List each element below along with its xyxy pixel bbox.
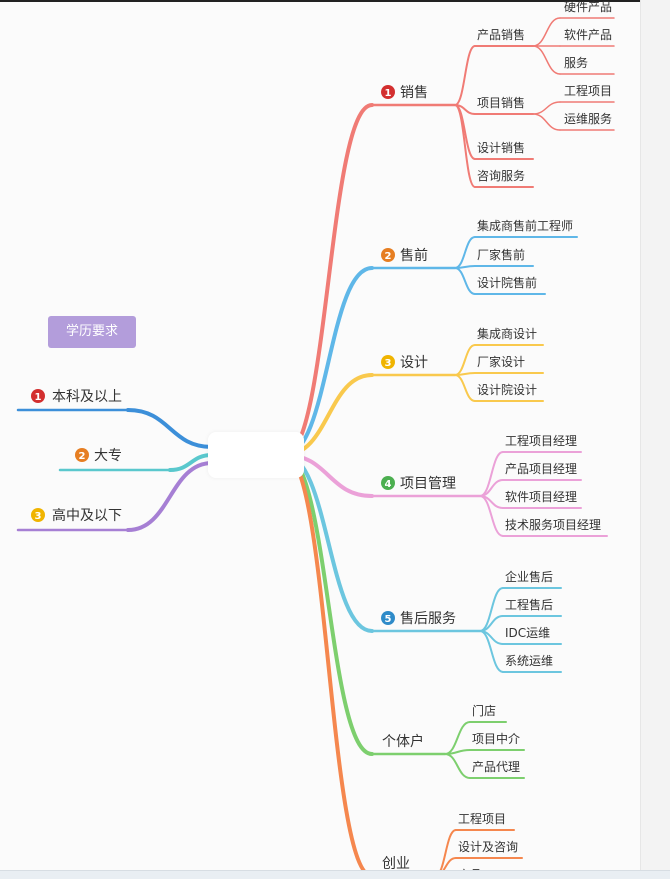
branch-badge-4-number: 4 — [385, 479, 392, 490]
branch-link-6 — [283, 453, 374, 756]
branch-6-child-2[interactable]: 项目中介 — [472, 731, 520, 746]
branch-5-child-link-4 — [479, 630, 504, 673]
education-requirement-label[interactable]: 学历要求 — [48, 316, 136, 348]
education-badge-2 — [75, 448, 89, 462]
education-link-1 — [126, 408, 214, 449]
branch-2-child-2[interactable]: 厂家售前 — [477, 247, 525, 262]
branch-label-1[interactable]: 销售 — [400, 85, 428, 101]
education-item-2[interactable]: 大专 — [94, 448, 122, 464]
branch-2-child-link-1 — [454, 236, 476, 269]
branch-4-child-3[interactable]: 软件项目经理 — [505, 490, 577, 504]
branch-6-child-1[interactable]: 门店 — [472, 703, 496, 718]
branch-badge-1-number: 1 — [385, 88, 392, 99]
branch-3-child-link-3 — [454, 374, 476, 402]
branch-7-child-2[interactable]: 设计及咨询 — [458, 839, 518, 854]
branch-badge-2 — [381, 248, 395, 262]
education-badge-1 — [31, 389, 45, 403]
sales-2-leaf-1[interactable]: 工程项目 — [564, 83, 612, 98]
education-item-3[interactable]: 高中及以下 — [52, 507, 122, 524]
education-badge-3 — [31, 508, 45, 522]
branch-badge-3 — [381, 355, 395, 369]
branch-label-4[interactable]: 项目管理 — [400, 476, 456, 492]
education-item-1[interactable]: 本科及以上 — [52, 389, 122, 405]
sales-2-leaf-link-2 — [532, 113, 561, 131]
education-badge-3-number: 3 — [35, 511, 42, 522]
branch-2-child-1[interactable]: 集成商售前工程师 — [477, 218, 573, 233]
branch-4-child-4[interactable]: 技术服务项目经理 — [505, 517, 601, 532]
branch-label-2[interactable]: 售前 — [400, 247, 428, 264]
branch-1-child-4[interactable]: 咨询服务 — [477, 168, 525, 183]
branch-link-2 — [283, 266, 374, 457]
sales-1-leaf-link-1 — [532, 17, 561, 47]
sales-2-leaf-link-1 — [532, 101, 561, 115]
branch-label-3[interactable]: 设计 — [400, 355, 428, 371]
branch-label-5[interactable]: 售后服务 — [400, 611, 456, 627]
branch-label-7[interactable]: 创业 — [382, 856, 410, 872]
branch-1-child-link-1 — [454, 45, 476, 106]
branch-6-child-3[interactable]: 产品代理 — [472, 760, 520, 774]
branch-2-child-link-3 — [454, 267, 476, 295]
branch-7-child-1[interactable]: 工程项目 — [458, 811, 506, 826]
education-badge-1-number: 1 — [35, 392, 42, 403]
sales-1-leaf-1[interactable]: 硬件产品 — [564, 0, 612, 14]
education-link-3 — [126, 461, 214, 532]
sales-1-leaf-3[interactable]: 服务 — [564, 55, 588, 70]
education-badge-2-number: 2 — [79, 451, 86, 462]
sales-1-leaf-link-3 — [532, 45, 561, 75]
branch-4-child-1[interactable]: 工程项目经理 — [505, 433, 577, 448]
branch-5-child-4[interactable]: 系统运维 — [505, 654, 553, 668]
branch-4-child-2[interactable]: 产品项目经理 — [505, 462, 577, 476]
center-node-bg — [208, 432, 304, 478]
bottom-scrollbar[interactable] — [0, 870, 670, 879]
branch-badge-5-number: 5 — [385, 614, 392, 625]
mindmap-nodes: 职业规划1本科及以上2大专3高中及以下1销售产品销售硬件产品软件产品服务项目销售… — [31, 0, 612, 878]
branch-1-child-1[interactable]: 产品销售 — [477, 27, 525, 42]
branch-3-child-link-1 — [454, 344, 476, 376]
window-top-border — [0, 0, 670, 2]
branch-5-child-3[interactable]: IDC运维 — [505, 626, 550, 640]
branch-4-child-link-4 — [479, 495, 504, 537]
branch-badge-2-number: 2 — [385, 251, 392, 262]
branch-1-child-2[interactable]: 项目销售 — [477, 95, 525, 110]
branch-5-child-1[interactable]: 企业售后 — [505, 569, 553, 584]
branch-badge-5 — [381, 611, 395, 625]
branch-badge-1 — [381, 85, 395, 99]
education-link-2 — [168, 453, 214, 472]
sales-2-leaf-2[interactable]: 运维服务 — [564, 111, 612, 126]
branch-badge-4 — [381, 476, 395, 490]
mindmap-diagram: 职业规划1本科及以上2大专3高中及以下1销售产品销售硬件产品软件产品服务项目销售… — [16, 0, 615, 878]
branch-link-1 — [283, 103, 374, 457]
branch-6-child-link-3 — [444, 753, 471, 779]
branch-1-child-3[interactable]: 设计销售 — [477, 140, 525, 155]
branch-1-child-link-4 — [454, 104, 476, 188]
branch-3-child-1[interactable]: 集成商设计 — [477, 326, 537, 341]
branch-3-child-2[interactable]: 厂家设计 — [477, 354, 525, 369]
sales-1-leaf-2[interactable]: 软件产品 — [564, 28, 612, 42]
branch-3-child-3[interactable]: 设计院设计 — [477, 383, 537, 397]
branch-5-child-2[interactable]: 工程售后 — [505, 597, 553, 612]
branch-2-child-3[interactable]: 设计院售前 — [477, 275, 537, 290]
branch-link-7 — [283, 453, 374, 878]
branch-label-6[interactable]: 个体户 — [382, 733, 424, 750]
branch-badge-3-number: 3 — [385, 358, 392, 369]
scroll-gutter — [640, 0, 670, 878]
